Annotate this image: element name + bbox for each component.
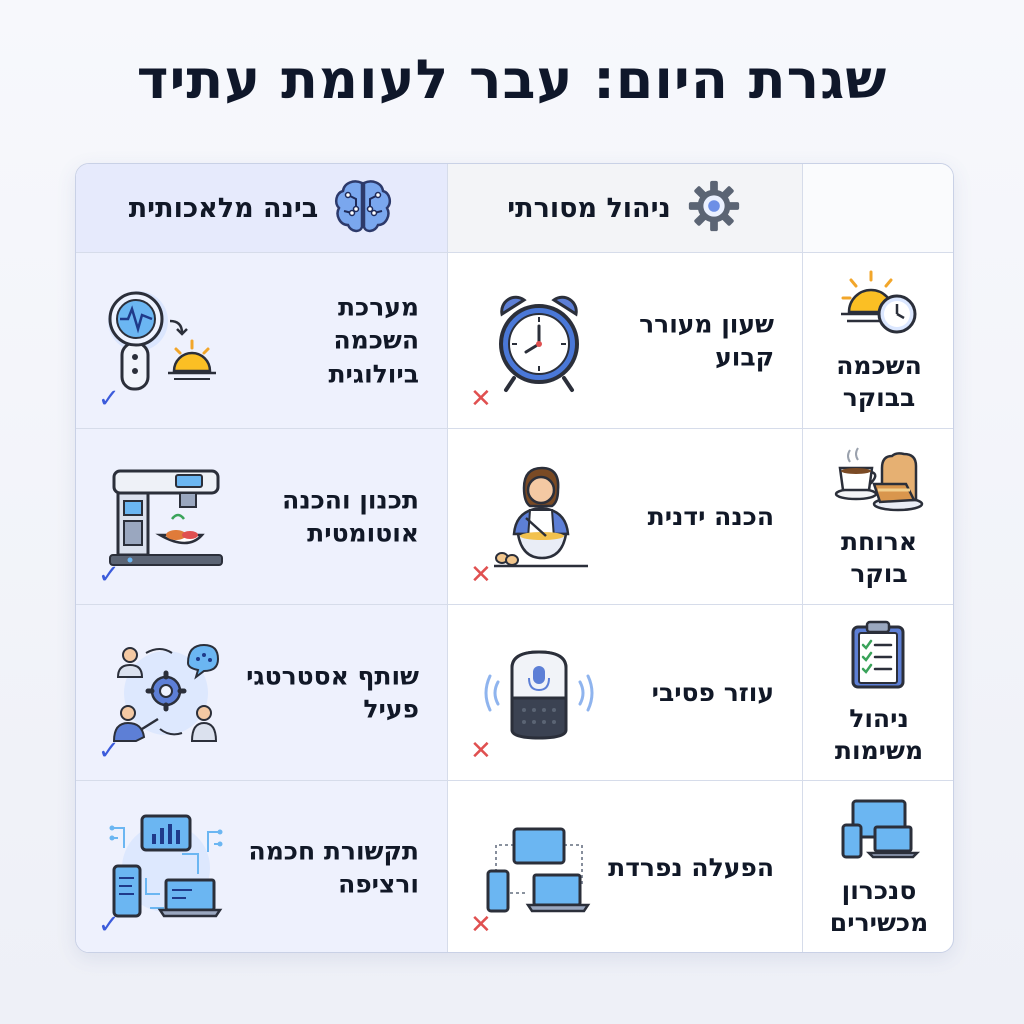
ai-label: מערכת השכמה ביולוגית bbox=[328, 291, 419, 389]
category-cell: השכמה בבוקר bbox=[803, 252, 953, 428]
traditional-label: עוזר פסיבי bbox=[651, 677, 774, 707]
traditional-cell: הכנה ידנית ✕ bbox=[447, 428, 803, 604]
category-cell: ארוחת בוקר bbox=[803, 428, 953, 604]
cross-mark: ✕ bbox=[470, 560, 492, 590]
traditional-label: הפעלה נפרדת bbox=[608, 852, 774, 882]
category-label: ארוחת בוקר bbox=[840, 527, 918, 588]
connected-devices-icon bbox=[106, 808, 226, 928]
checklist-clipboard-icon bbox=[847, 619, 911, 695]
alarm-clock-icon bbox=[484, 286, 594, 396]
header-ai: בינה מלאכותית bbox=[76, 164, 447, 252]
header-traditional-label: ניהול מסורתי bbox=[507, 192, 671, 224]
ai-label: תקשורת חכמה ורציפה bbox=[248, 835, 419, 899]
check-mark: ✓ bbox=[98, 736, 120, 766]
cross-mark: ✕ bbox=[470, 384, 492, 414]
ai-label: תכנון והכנה אוטומטית bbox=[282, 484, 419, 548]
page-title: שגרת היום: עבר לעומת עתיד bbox=[136, 48, 888, 111]
traditional-cell: שעון מעורר קבוע bbox=[447, 252, 803, 428]
ai-cell: תכנון והכנה אוטומטית ✓ bbox=[76, 428, 447, 604]
category-label: ניהול משימות bbox=[834, 704, 924, 765]
coffee-toast-icon bbox=[834, 444, 924, 518]
check-mark: ✓ bbox=[98, 560, 120, 590]
check-mark: ✓ bbox=[98, 910, 120, 940]
ai-cell: תקשורת חכמה ורציפה bbox=[76, 780, 447, 952]
ai-cell: שותף אסטרטגי פעיל bbox=[76, 604, 447, 780]
header-traditional: ניהול מסורתי bbox=[447, 164, 803, 252]
traditional-cell: עוזר פסיבי ✕ bbox=[447, 604, 803, 780]
category-label: סנכרון מכשירים bbox=[829, 876, 929, 937]
ai-label: שותף אסטרטגי פעיל bbox=[246, 660, 419, 724]
header-empty-cell bbox=[803, 164, 953, 252]
traditional-label: שעון מעורר קבוע bbox=[639, 308, 774, 372]
brain-icon bbox=[332, 177, 394, 239]
devices-icon bbox=[837, 797, 921, 867]
team-collaboration-icon bbox=[106, 633, 226, 753]
biometric-wake-icon bbox=[106, 281, 226, 401]
traditional-label: הכנה ידנית bbox=[647, 501, 774, 531]
traditional-cell: הפעלה נפרדת ✕ bbox=[447, 780, 803, 952]
category-cell: ניהול משימות bbox=[803, 604, 953, 780]
smart-speaker-icon bbox=[484, 638, 594, 748]
gear-icon bbox=[685, 177, 743, 239]
check-mark: ✓ bbox=[98, 384, 120, 414]
ai-cell: מערכת השכמה ביולוגית bbox=[76, 252, 447, 428]
header-ai-label: בינה מלאכותית bbox=[128, 192, 319, 224]
comparison-table: ניהול מסורתי בי bbox=[75, 163, 954, 953]
category-label: השכמה בבוקר bbox=[836, 351, 922, 412]
person-cooking-icon bbox=[484, 462, 594, 572]
separate-devices-icon bbox=[484, 813, 594, 923]
smart-kitchen-machine-icon bbox=[106, 457, 226, 577]
sunrise-clock-icon bbox=[837, 268, 921, 342]
category-cell: סנכרון מכשירים bbox=[803, 780, 953, 952]
cross-mark: ✕ bbox=[470, 736, 492, 766]
cross-mark: ✕ bbox=[470, 910, 492, 940]
